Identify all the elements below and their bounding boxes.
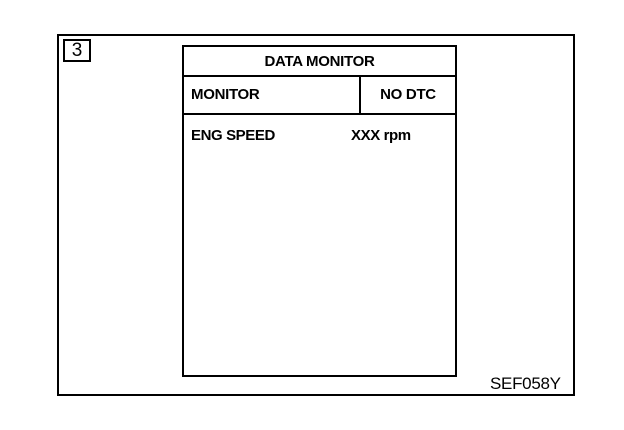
monitor-item-name: ENG SPEED [191, 127, 275, 144]
monitor-item-row: ENG SPEED XXX rpm [184, 125, 455, 147]
figure-code: SEF058Y [490, 374, 561, 393]
figure-frame [57, 34, 575, 396]
consult-screen: DATA MONITOR MONITOR NO DTC ENG SPEED XX… [182, 45, 457, 377]
monitor-item-value: XXX rpm [351, 127, 411, 144]
monitor-mode-label: MONITOR [191, 86, 260, 103]
monitor-mode-row: MONITOR NO DTC [184, 77, 455, 115]
step-number-badge: 3 [63, 39, 91, 62]
mode-row-divider [359, 77, 361, 113]
screen-title: DATA MONITOR [184, 47, 455, 77]
dtc-status: NO DTC [380, 86, 436, 103]
